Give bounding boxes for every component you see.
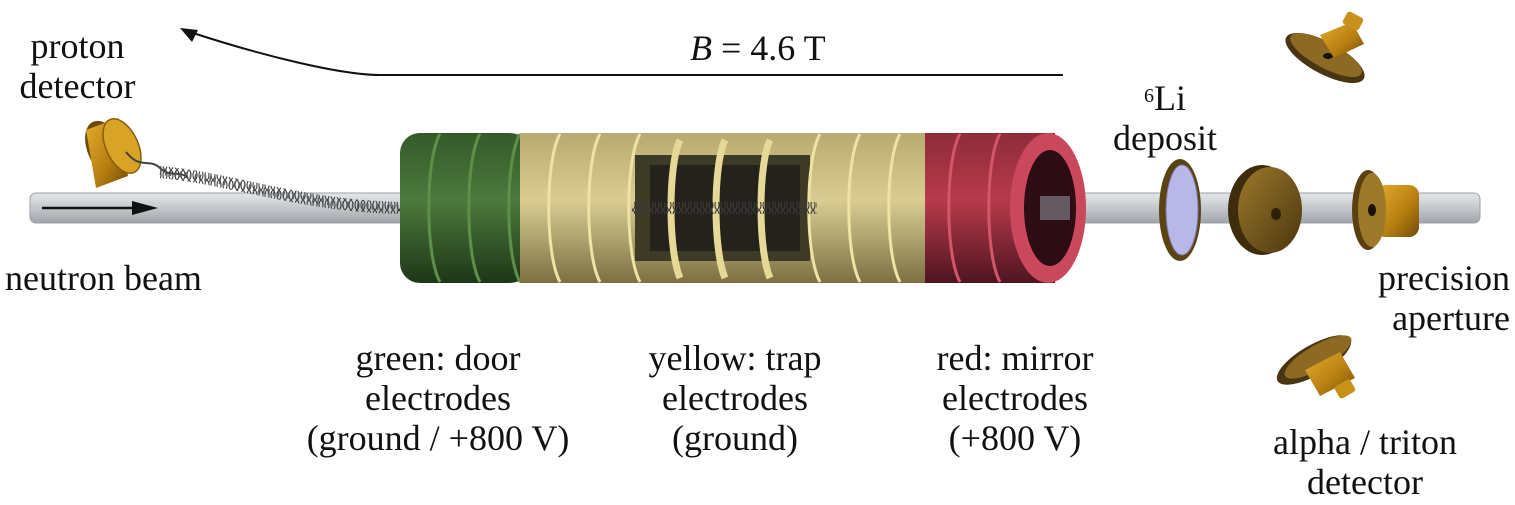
- field-arrow: [180, 28, 1063, 76]
- precision-aperture-label: precision aperture: [1378, 258, 1510, 338]
- li-deposit-label: 6Li deposit: [1113, 78, 1217, 158]
- mirror-electrodes-label: red: mirror electrodes (+800 V): [936, 338, 1094, 458]
- trap-electrodes-label: yellow: trap electrodes (ground): [648, 338, 822, 458]
- top-detector-icon: [1285, 11, 1365, 84]
- electrode-stack: [400, 133, 1086, 283]
- neutron-arrow: [42, 201, 158, 215]
- door-electrodes-label: green: door electrodes (ground / +800 V): [306, 338, 570, 458]
- proton-detector-label: proton detector: [19, 26, 136, 106]
- field-label: B = 4.6 T: [690, 28, 826, 68]
- proton-detector-icon: [85, 118, 189, 188]
- mirror-electrodes: [925, 133, 1086, 283]
- trap-electrodes: [520, 133, 930, 283]
- neutron-beam-label: neutron beam: [5, 258, 202, 298]
- li-deposit-icon: [1159, 159, 1201, 261]
- precision-aperture-icon: [1352, 170, 1419, 250]
- aperture-disk-icon: [1228, 165, 1302, 255]
- door-electrodes: [400, 133, 530, 283]
- bottom-detector-icon: [1276, 335, 1356, 399]
- alpha-triton-detector-label: alpha / triton detector: [1273, 422, 1457, 502]
